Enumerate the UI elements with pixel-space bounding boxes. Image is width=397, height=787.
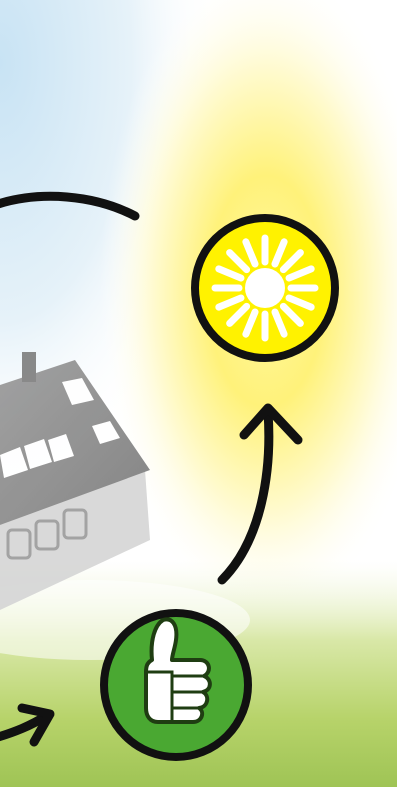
sun-ray bbox=[271, 308, 288, 338]
house-roof-solar-icon bbox=[0, 352, 150, 610]
sun-ray bbox=[279, 302, 304, 327]
sun-ray bbox=[226, 249, 251, 274]
sun-ray bbox=[226, 302, 251, 327]
sun-ray bbox=[271, 238, 288, 268]
sun-ray bbox=[215, 294, 245, 311]
thumbs-up-icon bbox=[100, 609, 252, 761]
arrow-house-to-thumb bbox=[0, 711, 51, 742]
sun-ray bbox=[285, 294, 315, 311]
sun-ray bbox=[215, 265, 245, 282]
arrow-thumb-to-sun bbox=[217, 407, 274, 585]
sun-icon bbox=[191, 214, 339, 362]
sun-ray bbox=[242, 238, 259, 268]
sun-ray bbox=[242, 308, 259, 338]
arrowhead-up-icon bbox=[239, 403, 303, 445]
arrow-house-to-sun bbox=[0, 191, 140, 221]
arrowhead-right-icon bbox=[17, 703, 55, 747]
sun-ray bbox=[285, 265, 315, 282]
sun-ray bbox=[279, 249, 304, 274]
